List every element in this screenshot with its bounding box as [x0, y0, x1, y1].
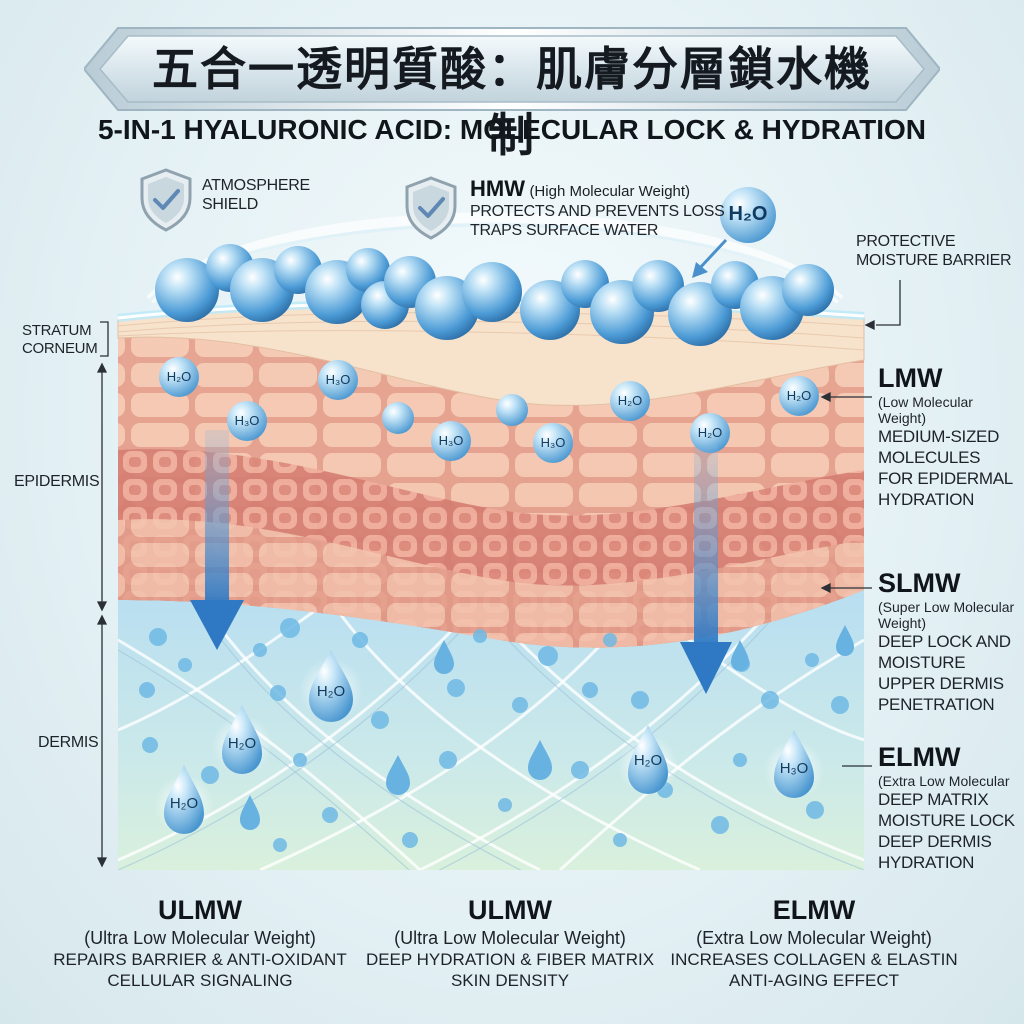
- title-banner: [84, 27, 940, 111]
- water-label: H₂O: [633, 752, 663, 769]
- hmw-label: HMW (High Molecular Weight) PROTECTS AND…: [470, 176, 730, 240]
- water-label: H₂O: [166, 369, 192, 384]
- bottom-caption-2: ULMW (Ultra Low Molecular Weight) DEEP H…: [365, 895, 655, 990]
- water-label: H₂O: [316, 683, 346, 700]
- water-label: H₃O: [438, 433, 464, 448]
- bottom-caption-3: ELMW (Extra Low Molecular Weight) INCREA…: [670, 895, 958, 990]
- dermis-water-bubbles: [139, 618, 849, 852]
- atmosphere-shield-label: ATMOSPHERE SHIELD: [202, 177, 310, 213]
- shield-icon-hmw: [405, 176, 457, 240]
- water-label: H₃O: [234, 413, 260, 428]
- epidermis-label: EPIDERMIS: [14, 473, 100, 490]
- water-molecule-free: [720, 187, 776, 243]
- lmw-label: LMW (Low Molecular Weight) MEDIUM-SIZED …: [878, 363, 1013, 509]
- water-label: H₂O: [786, 388, 812, 403]
- protective-barrier-label: PROTECTIVE MOISTURE BARRIER: [856, 233, 1012, 269]
- water-label: H₃O: [540, 435, 566, 450]
- water-label: H₃O: [325, 372, 351, 387]
- hmw-sub: (High Molecular Weight): [529, 183, 691, 200]
- lmw-molecules: [159, 357, 819, 463]
- stratum-corneum-label: STRATUM CORNEUM: [22, 322, 98, 357]
- hmw-desc: TRAPS SURFACE WATER: [470, 222, 659, 239]
- hmw-heading: HMW: [470, 176, 525, 201]
- water-label: H₂O: [227, 735, 257, 752]
- water-label: H₂O: [617, 393, 643, 408]
- pointer-lines: [820, 280, 901, 767]
- bottom-caption-1: ULMW (Ultra Low Molecular Weight) REPAIR…: [53, 895, 347, 990]
- title-english: 5-IN-1 HYALURONIC ACID: MOLECULAR LOCK &…: [97, 114, 927, 145]
- water-label: H₂O: [169, 795, 199, 812]
- slmw-label: SLMW (Super Low Molecular Weight) DEEP L…: [878, 568, 1015, 714]
- water-label: H₂O: [697, 425, 723, 440]
- title-chinese: 五合一透明質酸：肌膚分層鎖水機制: [152, 42, 872, 162]
- water-label: H₂O: [728, 203, 768, 225]
- layer-brackets: [96, 321, 109, 868]
- elmw-label: ELMW (Extra Low Molecular DEEP MATRIX MO…: [878, 742, 1015, 872]
- penetration-arrow-right: [694, 445, 718, 645]
- dermis-water-droplets: [154, 625, 854, 835]
- dermis-label: DERMIS: [38, 734, 99, 751]
- penetration-arrow-left: [205, 430, 229, 605]
- water-label: H₃O: [779, 760, 809, 777]
- shield-icon: [140, 168, 192, 232]
- hmw-desc: PROTECTS AND PREVENTS LOSS: [470, 203, 725, 220]
- hmw-molecules: [155, 244, 834, 346]
